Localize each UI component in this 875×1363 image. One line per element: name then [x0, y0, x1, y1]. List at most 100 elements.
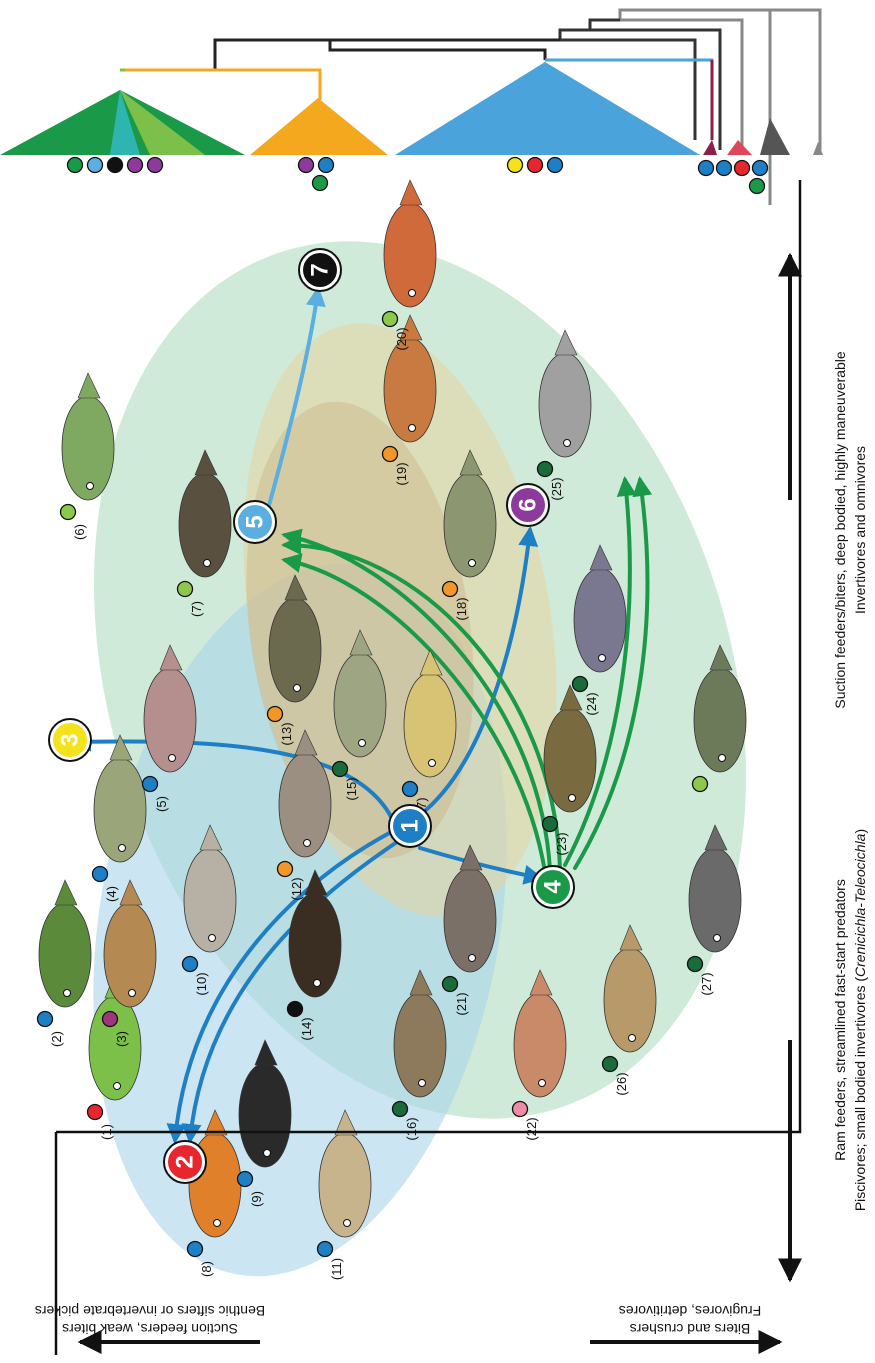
species-label: (3) [114, 1031, 129, 1047]
tree-clade [727, 140, 752, 155]
axis-label-left-bottom-2: Frugivores, detritivores [619, 1303, 761, 1319]
hub-number: 3 [57, 733, 84, 746]
species-dot [403, 782, 418, 797]
species-dot [88, 1105, 103, 1120]
species-dot [38, 1012, 53, 1027]
tree-dot [313, 176, 328, 191]
fish-eye [129, 990, 136, 997]
fish-eye [599, 655, 606, 662]
tree-clade [395, 62, 700, 155]
species-label: (24) [584, 692, 599, 715]
tree-dot [108, 158, 123, 173]
species-label: (22) [524, 1117, 539, 1140]
fish-eye [209, 935, 216, 942]
species-dot [268, 707, 283, 722]
tree-dot [717, 161, 732, 176]
fish-eye [314, 980, 321, 987]
tree-clade [250, 98, 388, 155]
axis-label-right-bottom-2: Piscivores; small bodied invertivores (C… [852, 829, 868, 1211]
tree-dot [508, 158, 523, 173]
species-label: (16) [404, 1117, 419, 1140]
fish-eye [359, 740, 366, 747]
species-label: (4) [104, 886, 119, 902]
species-dot [188, 1242, 203, 1257]
species-label: (18) [454, 597, 469, 620]
fish-eye [204, 560, 211, 567]
fish-eye [409, 425, 416, 432]
species-dot [383, 312, 398, 327]
tree-dot [753, 161, 768, 176]
fish-tail [78, 373, 100, 398]
species-dot [573, 677, 588, 692]
tree-dot-groups [68, 158, 768, 194]
species-label: (8) [199, 1261, 214, 1277]
species-dot [333, 762, 348, 777]
species-label: (11) [329, 1258, 344, 1280]
fish-eye [569, 795, 576, 802]
fish-eye [714, 935, 721, 942]
species-dot [443, 977, 458, 992]
species-dot [178, 582, 193, 597]
species-dot [688, 957, 703, 972]
hub-3: 3 [49, 719, 91, 761]
species-label: (2) [49, 1031, 64, 1047]
tree-clade [760, 118, 790, 155]
species-label: (7) [189, 601, 204, 617]
species-dot [693, 777, 708, 792]
fish-eye [564, 440, 571, 447]
species-label: (26) [614, 1072, 629, 1095]
fish-eye [409, 290, 416, 297]
fish-eye [469, 560, 476, 567]
tree-dot [750, 179, 765, 194]
species-label: (19) [394, 462, 409, 485]
species-dot [143, 777, 158, 792]
fish-eye [429, 760, 436, 767]
species-label: (15) [344, 777, 359, 800]
species-dot [93, 867, 108, 882]
tree-dot [528, 158, 543, 173]
fish-eye [87, 483, 94, 490]
tree-dot [735, 161, 750, 176]
species-label: (23) [554, 832, 569, 855]
species-dot [61, 505, 76, 520]
species-label: (12) [289, 877, 304, 900]
tree-dot [88, 158, 103, 173]
phylogeny-tree [0, 10, 823, 205]
hub-number: 1 [397, 819, 424, 832]
hub-number: 6 [515, 498, 542, 511]
fish-eye [119, 845, 126, 852]
tree-dot [148, 158, 163, 173]
species-dot [543, 817, 558, 832]
axis-label-left-bottom: Biters and crushers [630, 1321, 751, 1337]
fish-eye [114, 1083, 121, 1090]
hub-number: 2 [172, 1155, 199, 1168]
species-dot [383, 447, 398, 462]
fish-eye [629, 1035, 636, 1042]
tree-dot [68, 158, 83, 173]
fish-eye [719, 755, 726, 762]
hub-5: 5 [234, 501, 276, 543]
hub-4: 4 [532, 866, 574, 908]
tree-clades [0, 62, 823, 155]
species-dot [538, 462, 553, 477]
fish-eye [304, 840, 311, 847]
species-label: (10) [194, 972, 209, 995]
species-dot [393, 1102, 408, 1117]
fish-eye [169, 755, 176, 762]
species-label: (14) [299, 1017, 314, 1040]
species-2: (2) [38, 880, 92, 1047]
species-label: (25) [549, 477, 564, 500]
fish-eye [419, 1080, 426, 1087]
hub-number: 7 [307, 263, 334, 276]
hub-number: 5 [242, 515, 269, 528]
species-label: (27) [699, 972, 714, 995]
species-label: (9) [249, 1191, 264, 1207]
fish-tail [400, 180, 422, 205]
axis-label-right-top: Suction feeders/biters, deep bodied, hig… [832, 351, 848, 708]
axis-label-right-bottom-2-prefix: Piscivores; small bodied invertivores ( [852, 977, 868, 1212]
tree-clade [703, 140, 717, 155]
species-dot [318, 1242, 333, 1257]
species-dot [238, 1172, 253, 1187]
hub-number: 4 [540, 880, 567, 894]
